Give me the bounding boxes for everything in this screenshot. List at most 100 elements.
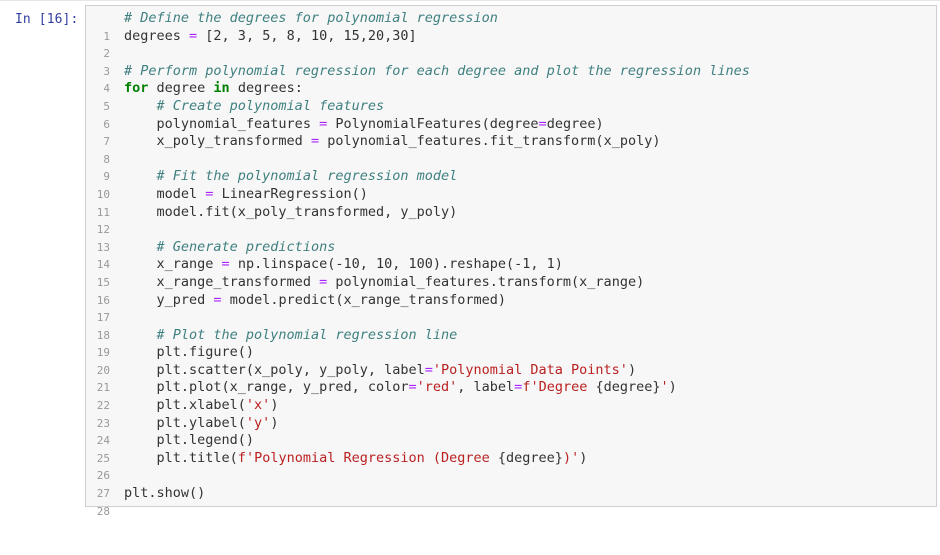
- code-line-11: 11 model = LinearRegression(): [86, 185, 936, 219]
- code-operator: =: [424, 361, 433, 378]
- code-comment: # Fit the polynomial regression model: [156, 168, 458, 185]
- code-text: x_poly_transformed: [156, 133, 311, 150]
- code-text: , label: [457, 379, 515, 396]
- code-string: ': [660, 379, 669, 396]
- top-divider: [0, 0, 940, 1]
- code-line-14: 14 # Generate predictions: [86, 238, 936, 272]
- code-text: plt.figure(): [156, 344, 255, 361]
- code-line-16: 16 x_range_transformed = polynomial_feat…: [86, 273, 936, 307]
- code-line-25: 25 plt.legend(): [86, 432, 936, 465]
- line-number: 26: [96, 469, 110, 483]
- code-comment: # Create polynomial features: [156, 97, 385, 114]
- line-number: 7: [103, 135, 110, 149]
- line-number: 11: [96, 205, 110, 219]
- code-interpolation: {degree}: [497, 449, 563, 466]
- line-number: 15: [96, 275, 110, 289]
- code-line-15: 15 x_range = np.linspace(-10, 10, 100).r…: [86, 256, 936, 289]
- code-text: model.predict(x_range_transformed): [221, 291, 507, 308]
- code-text: ): [270, 414, 279, 431]
- code-text: plt.show(): [124, 485, 206, 502]
- code-editor[interactable]: 1 # Define the degrees for polynomial re…: [86, 10, 936, 518]
- code-operator: =: [408, 379, 417, 396]
- code-operator: =: [319, 115, 328, 132]
- code-line-18: 18: [86, 309, 936, 342]
- code-text: plt.title(: [156, 449, 238, 466]
- code-line-22: 22 plt.plot(x_range, y_pred, color='red'…: [86, 379, 936, 412]
- code-line-3: 3: [86, 45, 936, 78]
- line-number: 8: [103, 152, 110, 166]
- code-line-12: 12 model.fit(x_poly_transformed, y_poly): [86, 203, 936, 237]
- line-number: 1: [103, 29, 110, 43]
- line-number: 18: [96, 328, 110, 342]
- code-line-19: 19 # Plot the polynomial regression line: [86, 326, 936, 360]
- code-comment: # Plot the polynomial regression line: [156, 326, 458, 343]
- code-operator: =: [319, 273, 328, 290]
- line-number: 10: [96, 187, 110, 201]
- code-text: plt.xlabel(: [156, 397, 246, 414]
- input-prompt: In [16]:: [15, 12, 79, 27]
- line-number: 20: [96, 363, 110, 377]
- code-line-5: 5 for degree in degrees:: [86, 80, 936, 113]
- code-text: degrees:: [229, 80, 303, 97]
- line-number: 12: [96, 223, 110, 237]
- code-text: plt.plot(x_range, y_pred, color: [156, 379, 409, 396]
- code-line-23: 23 plt.xlabel('x'): [86, 397, 936, 430]
- code-line-9: 9: [86, 151, 936, 183]
- code-operator: =: [205, 185, 214, 202]
- code-keyword: in: [213, 80, 230, 97]
- line-number: 23: [96, 416, 110, 430]
- code-text: LinearRegression(): [213, 185, 368, 202]
- code-text: plt.scatter(x_poly, y_poly, label: [156, 361, 425, 378]
- code-line-26: 26 plt.title(f'Polynomial Regression (De…: [86, 449, 936, 483]
- line-number: 22: [96, 399, 110, 413]
- line-number: 9: [103, 170, 110, 184]
- line-number: 3: [103, 64, 110, 78]
- code-string: 'Polynomial Regression (Degree: [245, 449, 498, 466]
- code-text: model.fit(x_poly_transformed, y_poly): [156, 203, 458, 220]
- code-line-17: 17 y_pred = model.predict(x_range_transf…: [86, 291, 936, 325]
- code-line-21: 21 plt.scatter(x_poly, y_poly, label='Po…: [86, 361, 936, 395]
- code-text: ): [668, 379, 677, 396]
- code-string: 'red': [416, 379, 458, 396]
- code-string: 'x': [245, 397, 271, 414]
- code-text: degrees: [124, 27, 190, 44]
- code-operator: =: [310, 133, 320, 150]
- code-string: )': [562, 449, 580, 466]
- code-comment: # Generate predictions: [156, 238, 336, 255]
- code-string: 'y': [245, 414, 271, 431]
- line-number: 19: [96, 346, 110, 360]
- code-string: f: [237, 449, 246, 466]
- code-line-8: 8 x_poly_transformed = polynomial_featur…: [86, 133, 936, 166]
- code-text: polynomial_features.fit_transform(x_poly…: [319, 133, 661, 150]
- line-number: 28: [96, 504, 110, 518]
- code-text: plt.legend(): [156, 432, 255, 449]
- line-number: 21: [96, 381, 110, 395]
- code-text: [2, 3, 5, 8, 10, 15,20,30]: [197, 27, 417, 44]
- line-number: 4: [103, 82, 110, 96]
- code-text: x_range_transformed: [156, 273, 320, 290]
- code-comment: # Perform polynomial regression for each…: [124, 62, 750, 79]
- code-line-1: 1 # Define the degrees for polynomial re…: [86, 10, 936, 43]
- code-line-6: 6 # Create polynomial features: [86, 97, 936, 131]
- code-text: x_range: [156, 256, 222, 273]
- code-text: ): [270, 397, 279, 414]
- code-text: y_pred: [156, 291, 214, 308]
- code-operator: =: [514, 379, 523, 396]
- code-text: polynomial_features.transform(x_range): [327, 273, 645, 290]
- code-text: ): [579, 449, 588, 466]
- line-number: 14: [96, 258, 110, 272]
- code-operator: =: [189, 27, 198, 44]
- code-string: 'Polynomial Data Points': [432, 361, 628, 378]
- code-cell[interactable]: 1 # Define the degrees for polynomial re…: [85, 5, 937, 518]
- code-line-20: 20 plt.figure(): [86, 344, 936, 377]
- code-operator: =: [221, 256, 230, 273]
- code-text: polynomial_features: [156, 115, 320, 132]
- code-line-13: 13: [86, 221, 936, 254]
- line-number: 6: [103, 117, 110, 131]
- code-line-4: 4 # Perform polynomial regression for ea…: [86, 62, 936, 96]
- line-number: 25: [96, 451, 110, 465]
- code-line-10: 10 # Fit the polynomial regression model: [86, 168, 936, 201]
- code-text: PolynomialFeatures(degree: [327, 115, 539, 132]
- code-string: f: [522, 379, 531, 396]
- code-line-2: 2 degrees = [2, 3, 5, 8, 10, 15,20,30]: [86, 27, 936, 61]
